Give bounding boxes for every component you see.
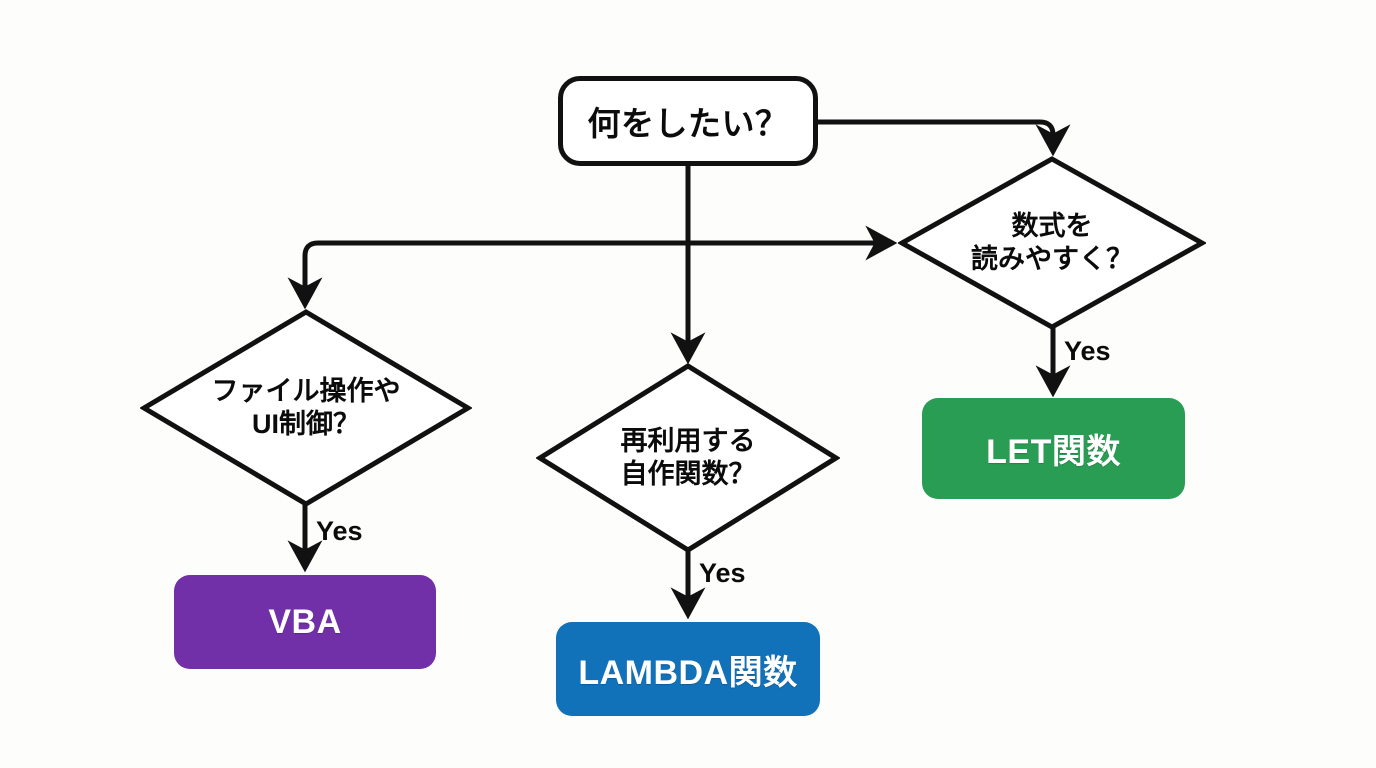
node-result-let[interactable]: LET関数: [922, 398, 1185, 499]
decision-file-ui-line1: ファイル操作や: [211, 376, 401, 407]
decision-reusable-line2: 自作関数？: [620, 459, 756, 489]
edge-start-to-readable-decision: [818, 119, 1071, 157]
node-result-lambda[interactable]: LAMBDA関数: [556, 622, 820, 716]
edge-bus-to-file-ui-decision: [287, 240, 688, 310]
node-decision-readable-formula-text: 数式を 読みやすく？: [971, 210, 1133, 276]
decision-readable-line2: 読みやすく？: [971, 244, 1133, 274]
edge-label-let-yes: Yes: [1064, 336, 1111, 366]
decision-readable-line1: 数式を: [1011, 211, 1093, 242]
node-start-label: 何をしたい？: [587, 105, 789, 142]
edge-label-vba-yes: Yes: [316, 516, 363, 546]
node-result-let-label: LET関数: [986, 433, 1121, 471]
diamond-shape: [898, 156, 1206, 330]
node-result-lambda-label: LAMBDA関数: [578, 653, 798, 692]
node-decision-file-ui-text: ファイル操作や UI制御？: [212, 375, 401, 441]
node-decision-file-ui[interactable]: ファイル操作や UI制御？: [140, 308, 472, 508]
diamond-shape: [536, 363, 840, 553]
node-decision-reusable-function[interactable]: 再利用する 自作関数？: [536, 362, 840, 554]
node-result-vba[interactable]: VBA: [174, 575, 436, 669]
diamond-shape: [140, 309, 472, 507]
node-decision-readable-formula[interactable]: 数式を 読みやすく？: [898, 155, 1206, 331]
node-decision-reusable-function-text: 再利用する 自作関数？: [621, 425, 756, 491]
edge-label-lambda-yes: Yes: [699, 558, 746, 588]
node-result-vba-label: VBA: [268, 602, 342, 641]
decision-reusable-line1: 再利用する: [620, 426, 756, 457]
decision-file-ui-line2: UI制御？: [252, 409, 360, 439]
node-start[interactable]: 何をしたい？: [558, 76, 818, 166]
